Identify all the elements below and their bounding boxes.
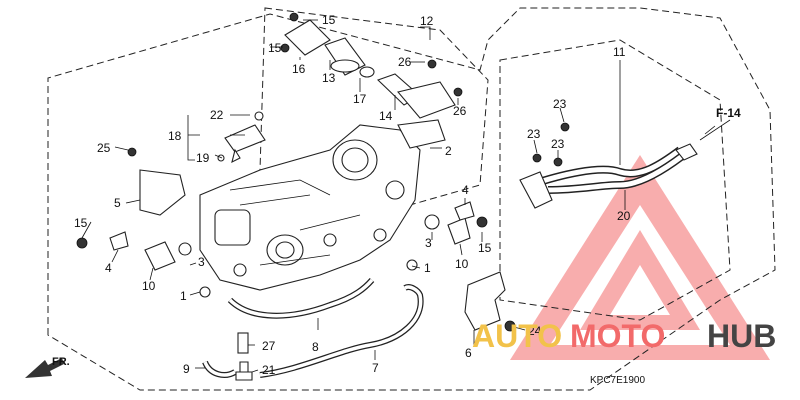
callout-7: 7 xyxy=(372,361,379,375)
subassembly-frame-11 xyxy=(499,39,731,321)
callout-9: 9 xyxy=(183,362,190,376)
callout-20: 20 xyxy=(617,209,631,223)
left-fittings xyxy=(76,231,211,298)
callout-8: 8 xyxy=(312,340,319,354)
callout-1: 1 xyxy=(180,289,187,303)
throttle-body xyxy=(199,124,421,291)
right-fittings xyxy=(406,201,488,271)
callout-3: 3 xyxy=(425,236,432,250)
callout-19: 19 xyxy=(196,151,210,165)
bolt-24 xyxy=(504,320,516,332)
callout-25: 25 xyxy=(97,141,111,155)
callout-6: 6 xyxy=(465,346,472,360)
callout-4: 4 xyxy=(462,183,469,197)
front-label: FR. xyxy=(52,356,70,368)
watermark-part3: HUB xyxy=(707,318,776,354)
joint-21 xyxy=(235,361,253,381)
callout-11: 11 xyxy=(613,45,626,59)
assembly-frame xyxy=(47,7,776,391)
watermark-logo xyxy=(510,155,770,360)
callout-1: 1 xyxy=(424,261,431,275)
callout-18: 18 xyxy=(168,129,182,143)
bracket-5 xyxy=(139,169,186,216)
front-arrow xyxy=(25,358,64,378)
bracket-6 xyxy=(464,271,506,331)
callout-3: 3 xyxy=(198,255,205,269)
callout-2: 2 xyxy=(445,144,452,158)
watermark-part2: MOTO xyxy=(570,318,665,354)
bolt-25 xyxy=(127,147,137,157)
watermark-text: AUTO MOTO HUB xyxy=(472,318,776,354)
callout-15: 15 xyxy=(478,241,492,255)
callout-15: 15 xyxy=(322,13,336,27)
callout-15: 15 xyxy=(268,41,282,55)
callout-22: 22 xyxy=(210,108,224,122)
callout-4: 4 xyxy=(105,261,112,275)
injector xyxy=(217,111,266,164)
callout-17: 17 xyxy=(353,92,367,106)
joint-27 xyxy=(237,332,249,354)
hose-assembly-11 xyxy=(519,122,698,209)
callout-27: 27 xyxy=(262,339,276,353)
callout-26: 26 xyxy=(453,104,467,118)
callout-23: 23 xyxy=(527,127,541,141)
diagram-code: KPC7E1900 xyxy=(590,375,645,386)
callout-labels: 15 15 16 13 17 14 12 26 26 2 22 18 19 25… xyxy=(52,13,741,386)
callout-21: 21 xyxy=(262,363,276,377)
callout-5: 5 xyxy=(114,196,121,210)
callout-26: 26 xyxy=(398,55,412,69)
callout-23: 23 xyxy=(551,137,565,151)
watermark-part1: AUTO xyxy=(472,318,562,354)
callout-14: 14 xyxy=(379,109,393,123)
callout-10: 10 xyxy=(455,257,469,271)
callout-15: 15 xyxy=(74,216,88,230)
callout-10: 10 xyxy=(142,279,156,293)
leader-lines xyxy=(81,19,731,373)
callout-24: 24 xyxy=(528,324,542,338)
callout-12: 12 xyxy=(420,14,434,28)
reference-label: F-14 xyxy=(716,106,741,120)
tube-assembly xyxy=(280,12,463,149)
callout-16: 16 xyxy=(292,62,306,76)
callout-13: 13 xyxy=(322,71,336,85)
callout-23: 23 xyxy=(553,97,567,111)
